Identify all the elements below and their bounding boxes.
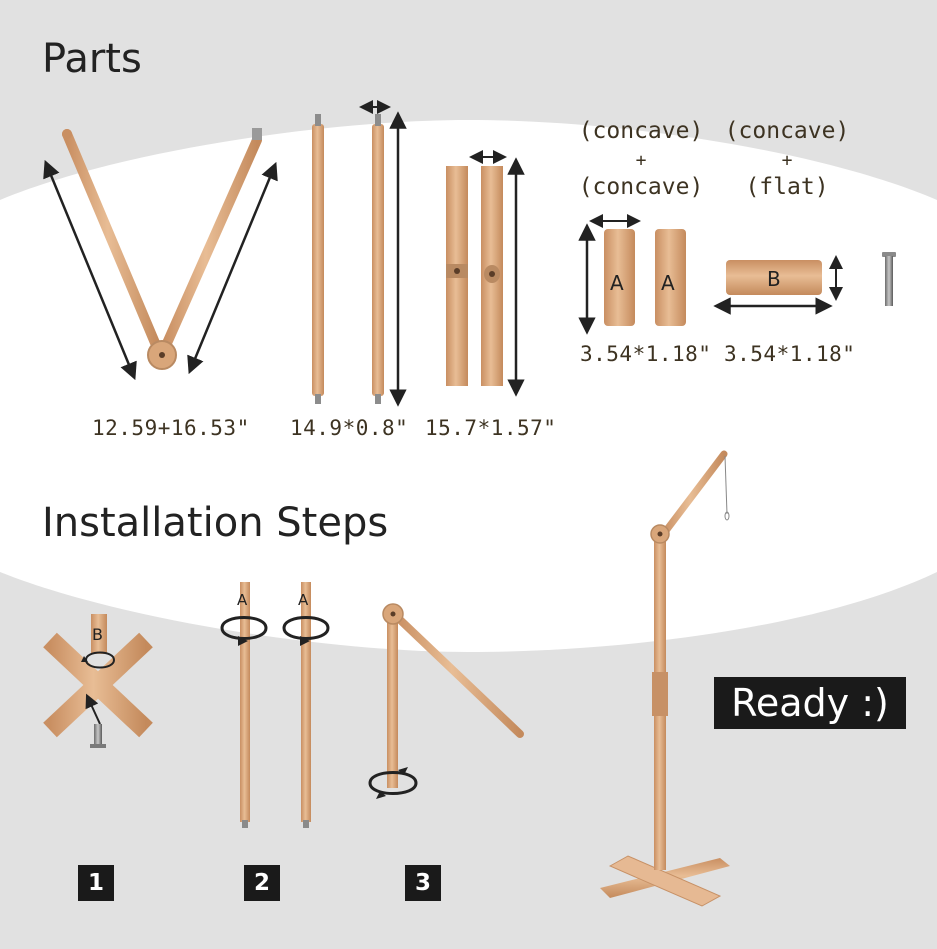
ready-label: Ready :) <box>714 677 906 729</box>
step3-pole-with-arm <box>368 603 524 799</box>
poles-dimension-arrows <box>359 100 407 407</box>
svg-text:A: A <box>298 591 309 609</box>
connector-b-dimension-arrows <box>713 255 843 315</box>
part-connector-b-block: B <box>726 260 822 295</box>
part-connector-a-blocks: A A <box>604 229 686 326</box>
svg-text:A: A <box>237 591 248 609</box>
step-number-1: 1 <box>78 865 114 901</box>
assembled-stand <box>600 450 730 907</box>
connector-a-plus: + <box>635 150 647 171</box>
dim-label-poles: 14.9*0.8" <box>290 416 409 440</box>
base-dimension-arrows <box>469 150 525 397</box>
connector-a-dimension-arrows <box>578 214 641 335</box>
connector-b-dim-label: 3.54*1.18" <box>724 342 856 366</box>
connector-a-caption-bottom: (concave) <box>578 174 704 200</box>
bolt-icon <box>882 252 896 306</box>
connector-b-caption-top: (concave) <box>724 118 850 144</box>
connector-b-plus: + <box>781 150 793 171</box>
dim-label-legs: 12.59+16.53" <box>92 416 250 440</box>
svg-text:B: B <box>92 625 103 644</box>
connector-a-dim-label: 3.54*1.18" <box>580 342 712 366</box>
part-base-slats <box>446 166 503 386</box>
svg-text:A: A <box>610 271 624 295</box>
dim-label-base: 15.7*1.57" <box>425 416 557 440</box>
legs-dimension-arrows <box>43 159 278 381</box>
svg-text:B: B <box>767 267 781 291</box>
step1-cross-base: B <box>43 614 153 748</box>
parts-heading: Parts <box>42 36 142 82</box>
step2-poles: A A <box>220 582 330 828</box>
part-poles <box>312 114 384 404</box>
connector-b-caption-bottom: (flat) <box>745 174 829 200</box>
installation-steps-heading: Installation Steps <box>42 500 389 546</box>
connector-a-caption-top: (concave) <box>578 118 704 144</box>
step-number-2: 2 <box>244 865 280 901</box>
svg-text:A: A <box>661 271 675 295</box>
step-number-3: 3 <box>405 865 441 901</box>
